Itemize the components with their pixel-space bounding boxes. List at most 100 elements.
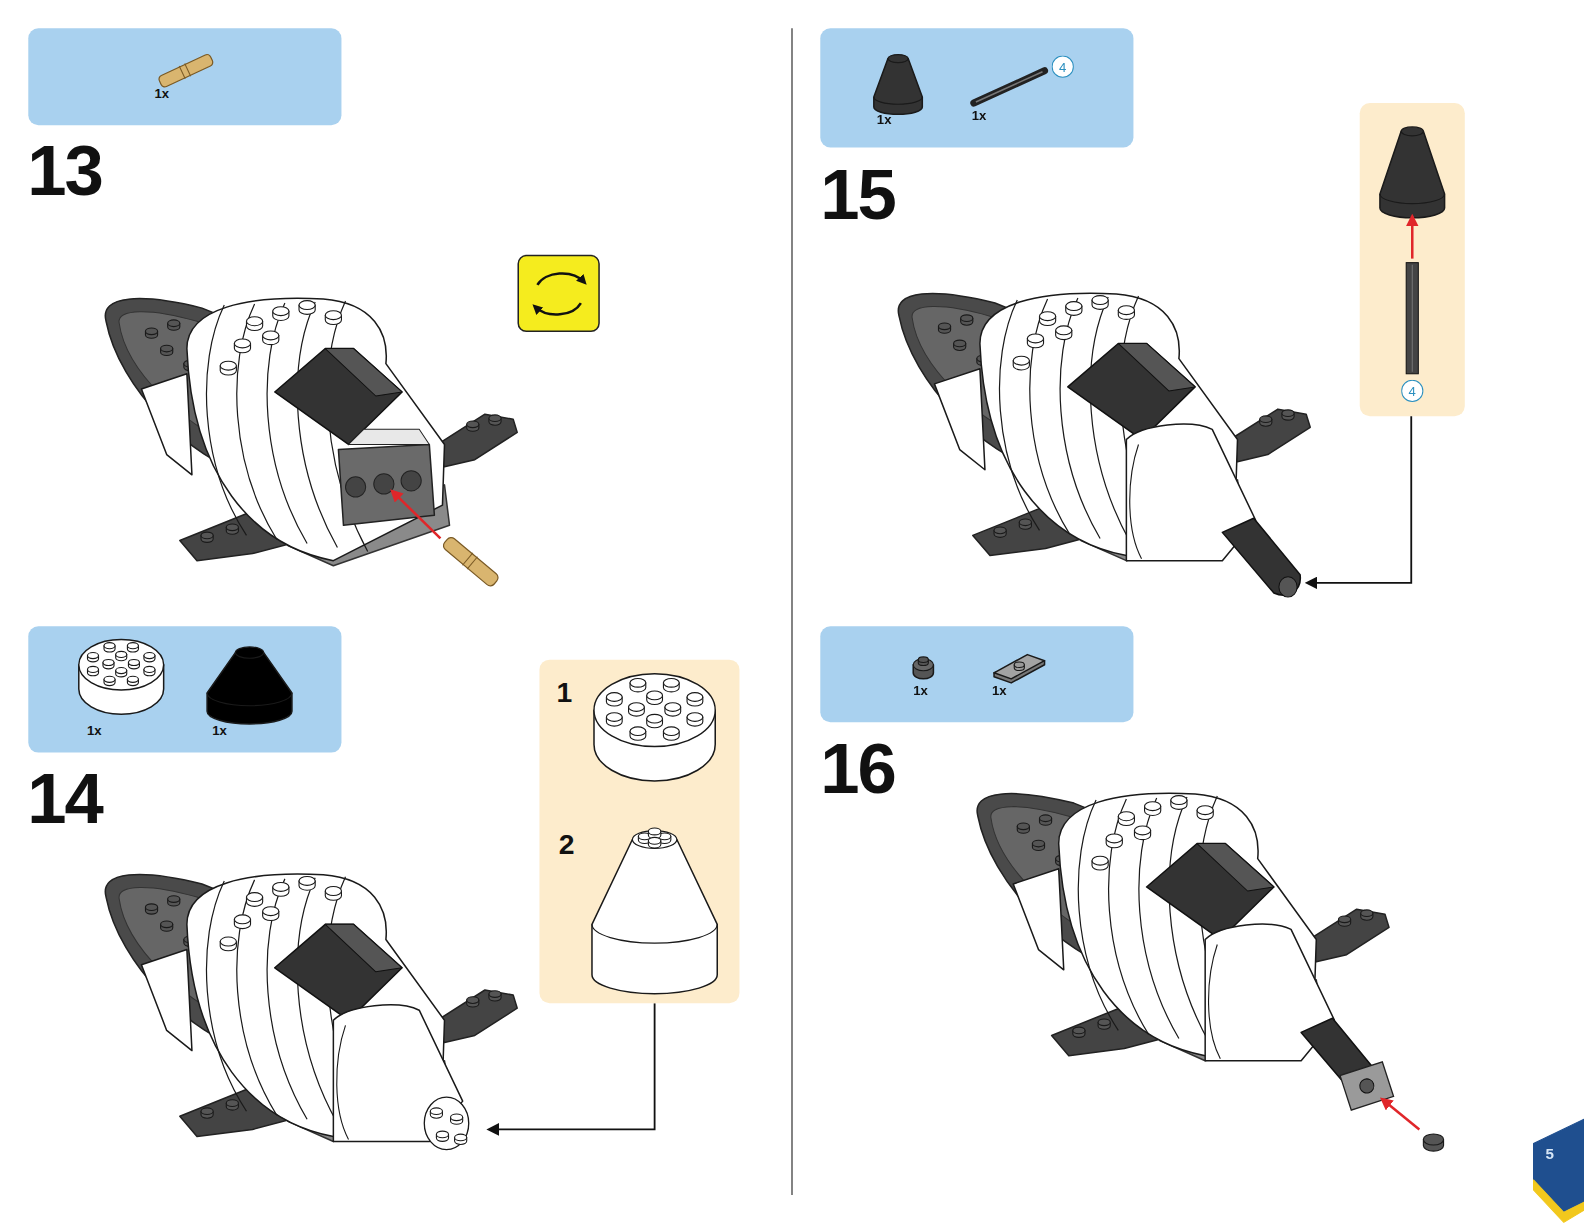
- illustration-ellipse: [87, 666, 98, 672]
- illustration-g: [441, 535, 501, 589]
- illustration-ellipse: [648, 828, 660, 835]
- illustration-ellipse: [994, 527, 1006, 534]
- model-illustration: [105, 298, 517, 588]
- illustration-path: [1380, 194, 1445, 204]
- callout-circle: 4: [1401, 380, 1423, 402]
- illustration-ellipse: [1039, 312, 1055, 321]
- illustration-rect: [441, 535, 500, 587]
- illustration-path: [874, 59, 922, 115]
- page-corner-brick: [1533, 1119, 1584, 1222]
- illustration-ellipse: [1056, 326, 1072, 335]
- illustration-ellipse: [273, 883, 289, 892]
- step-number: 14: [27, 764, 102, 835]
- illustration-ellipse: [647, 714, 663, 723]
- substep-panel: 12: [539, 660, 739, 1003]
- illustration-path: [1130, 444, 1142, 558]
- illustration-ellipse: [234, 915, 250, 924]
- illustration-path: [1209, 945, 1221, 1059]
- illustration-ellipse: [436, 1131, 448, 1138]
- illustration-ellipse: [961, 315, 973, 322]
- illustration-path: [325, 349, 402, 396]
- illustration-ellipse: [467, 421, 479, 428]
- illustration-ellipse: [127, 643, 138, 649]
- illustration-ellipse: [201, 532, 213, 539]
- part-illustration: [820, 626, 1133, 722]
- illustration-ellipse: [1013, 356, 1029, 365]
- illustration-ellipse: [1017, 823, 1029, 830]
- illustration-path: [141, 950, 192, 1051]
- illustration-ellipse: [226, 524, 238, 531]
- illustration-ellipse: [144, 666, 155, 672]
- illustration-line: [976, 72, 1043, 102]
- illustration-ellipse: [629, 703, 645, 712]
- illustration-ellipse: [263, 907, 279, 916]
- illustration-line: [974, 71, 1045, 103]
- illustration-ellipse: [451, 1114, 463, 1121]
- illustration-ellipse: [1027, 334, 1043, 343]
- illustration-ellipse: [226, 1100, 238, 1107]
- illustration-ellipse: [1014, 662, 1024, 668]
- illustration-ellipse: [665, 703, 681, 712]
- substep-panel: [1360, 103, 1465, 416]
- illustration-ellipse: [663, 678, 679, 687]
- illustration-ellipse: [489, 991, 501, 998]
- illustration-ellipse: [263, 331, 279, 340]
- illustration-ellipse: [687, 693, 703, 702]
- illustration-ellipse: [299, 876, 315, 885]
- callout-leader: [1307, 416, 1411, 583]
- illustration-path: [592, 839, 717, 993]
- illustration-ellipse: [168, 896, 180, 903]
- quantity-label: 1x: [155, 87, 170, 100]
- illustration-rect: [518, 256, 599, 332]
- illustration-g: [157, 52, 214, 89]
- illustration-ellipse: [430, 1108, 442, 1115]
- illustration-path: [207, 693, 292, 706]
- illustration-path: [537, 273, 583, 284]
- illustration-ellipse: [325, 887, 341, 896]
- column-divider: [791, 28, 792, 1195]
- illustration-path: [934, 369, 985, 470]
- illustration-ellipse: [234, 339, 250, 348]
- illustration-path: [1197, 844, 1274, 891]
- illustration-ellipse: [1118, 812, 1134, 821]
- illustration-ellipse: [1339, 916, 1351, 923]
- part-illustration: [28, 28, 341, 125]
- parts-box: 1x1x: [820, 626, 1133, 722]
- illustration-ellipse: [128, 659, 139, 665]
- illustration-ellipse: [1423, 1134, 1443, 1145]
- illustration-ellipse: [1361, 910, 1373, 917]
- illustration-ellipse: [103, 659, 114, 665]
- illustration-ellipse: [1118, 306, 1134, 315]
- illustration-line: [179, 66, 185, 79]
- illustration-line: [467, 557, 477, 569]
- illustration-ellipse: [116, 668, 127, 674]
- part-illustration: [820, 28, 1133, 147]
- illustration-ellipse: [918, 657, 928, 663]
- step-number: 15: [820, 160, 895, 231]
- illustration-ellipse: [145, 328, 157, 335]
- illustration-ellipse: [201, 1108, 213, 1115]
- model-illustration: [898, 293, 1310, 597]
- illustration-circle: [401, 471, 421, 491]
- illustration-path: [349, 429, 430, 444]
- parts-box: 1x: [28, 28, 341, 125]
- illustration-path: [338, 444, 434, 525]
- illustration-line: [392, 491, 440, 538]
- quantity-label: 1x: [972, 109, 987, 122]
- illustration-rect: [1406, 263, 1418, 374]
- illustration-ellipse: [455, 1134, 467, 1141]
- illustration-path: [325, 924, 402, 971]
- quantity-label: 1x: [212, 724, 227, 737]
- part-illustration: [28, 626, 341, 752]
- illustration-ellipse: [325, 311, 341, 320]
- illustration-rect: [158, 53, 214, 88]
- illustration-ellipse: [1092, 296, 1108, 305]
- illustration-ellipse: [1134, 826, 1150, 835]
- quantity-label: 1x: [992, 684, 1007, 697]
- illustration-circle: [374, 474, 394, 494]
- illustration-ellipse: [1279, 577, 1297, 597]
- illustration-ellipse: [246, 317, 262, 326]
- illustration-ellipse: [424, 1097, 468, 1150]
